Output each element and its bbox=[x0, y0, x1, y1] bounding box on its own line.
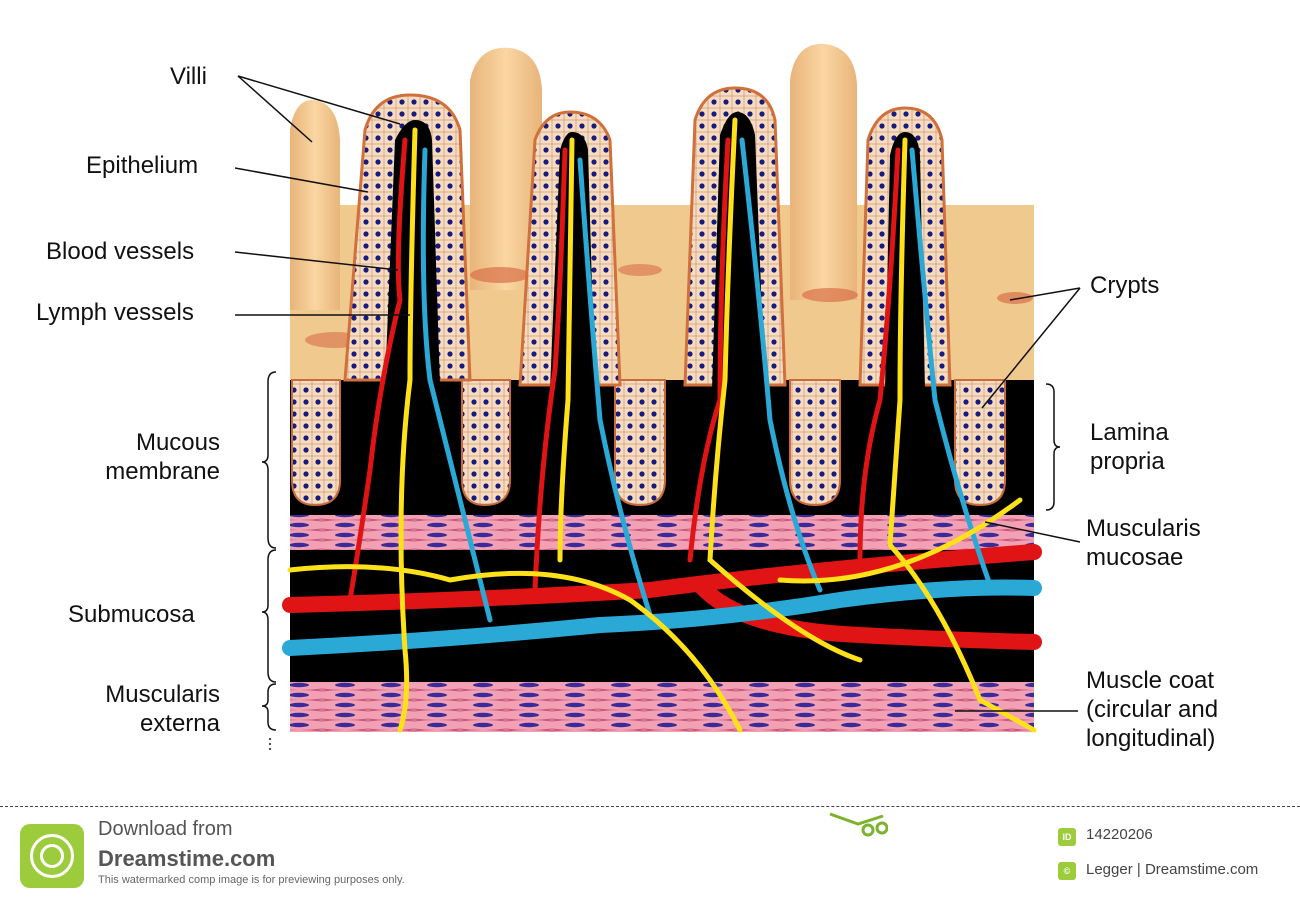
scissors-icon bbox=[829, 812, 888, 837]
footer-credit: Legger | Dreamstime.com bbox=[1086, 861, 1259, 878]
footer-preview-note: This watermarked comp image is for previ… bbox=[98, 874, 405, 886]
lymph-vessels bbox=[287, 117, 1037, 733]
label-mucous-membrane: Mucous membrane bbox=[105, 429, 220, 485]
right-bracket bbox=[1045, 383, 1061, 511]
watermark-footer: Download from Dreamstime.com This waterm… bbox=[0, 806, 1300, 898]
footer-brand-link[interactable]: Dreamstime.com bbox=[98, 846, 276, 871]
label-crypts: Crypts bbox=[1090, 272, 1160, 299]
copyright-icon: © bbox=[1058, 862, 1076, 880]
dreamstime-logo-icon bbox=[20, 824, 84, 888]
label-muscle-coat: Muscle coat (circular and longitudinal) bbox=[1086, 667, 1219, 752]
muscularis-externa-band bbox=[290, 682, 1034, 732]
footer-divider bbox=[0, 806, 1300, 807]
label-muscularis-externa: Muscularis externa bbox=[105, 681, 220, 737]
muscularis-mucosae-band bbox=[290, 515, 1034, 550]
left-brackets bbox=[261, 371, 277, 752]
crypts bbox=[291, 379, 1006, 507]
label-villi: Villi bbox=[170, 63, 207, 90]
id-badge-icon: ID bbox=[1058, 828, 1076, 846]
label-epithelium: Epithelium bbox=[86, 152, 199, 179]
label-muscularis-mucosae: Muscularis mucosae bbox=[1086, 515, 1201, 571]
label-lamina-propria: Lamina propria bbox=[1090, 419, 1169, 475]
label-blood-vessels: Blood vessels bbox=[46, 238, 195, 265]
leader-lines bbox=[234, 75, 1081, 712]
veins bbox=[282, 137, 1042, 656]
footer-image-id: 14220206 bbox=[1086, 826, 1153, 843]
intestinal-wall-diagram bbox=[234, 43, 1081, 752]
label-lymph-vessels: Lymph vessels bbox=[36, 299, 194, 326]
footer-download-text: Download from bbox=[98, 818, 233, 840]
background-villi bbox=[290, 43, 1033, 348]
label-submucosa: Submucosa bbox=[68, 601, 195, 628]
